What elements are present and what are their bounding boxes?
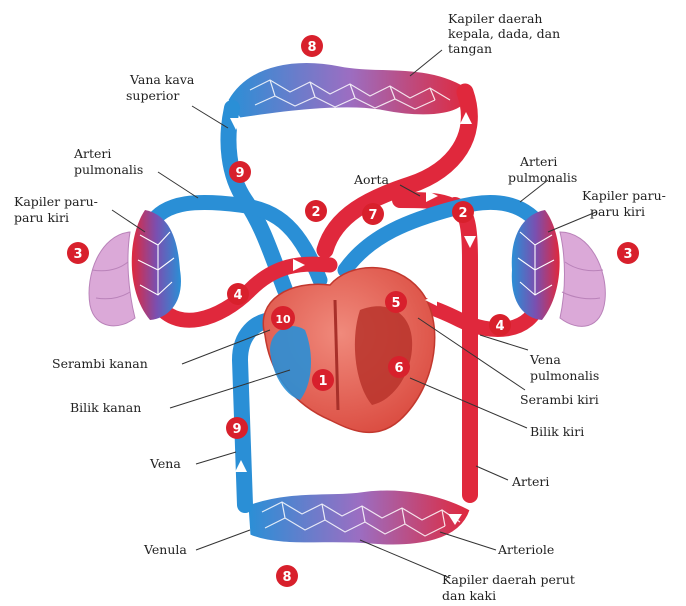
svg-text:pulmonalis: pulmonalis (74, 162, 143, 177)
badge-2-right: 2 (452, 201, 474, 223)
svg-text:Kapiler daerah perut: Kapiler daerah perut (442, 572, 575, 587)
svg-text:3: 3 (73, 247, 82, 262)
badge-7: 7 (362, 203, 384, 225)
label-vena-kava-superior: Vana kava superior (126, 72, 195, 103)
capillary-head-chest-arms (228, 63, 470, 118)
label-kapiler-kepala: Kapiler daerah kepala, dada, dan tangan (448, 11, 560, 56)
right-ventricle (270, 326, 311, 400)
badge-10: 10 (271, 306, 295, 330)
arrow-pa-left (270, 186, 282, 198)
badge-1: 1 (312, 369, 334, 391)
svg-text:2: 2 (311, 205, 320, 220)
svg-text:superior: superior (126, 88, 179, 103)
svg-text:6: 6 (394, 361, 403, 376)
svg-text:4: 4 (233, 288, 242, 303)
label-bilik-kiri: Bilik kiri (530, 424, 584, 439)
label-vena-pulmonalis: Vena pulmonalis (529, 352, 599, 383)
svg-text:Vana kava: Vana kava (129, 72, 195, 87)
svg-text:Vena: Vena (529, 352, 561, 367)
label-venula: Venula (143, 542, 187, 557)
badge-4-left: 4 (227, 283, 249, 305)
label-serambi-kanan: Serambi kanan (52, 356, 148, 371)
svg-text:pulmonalis: pulmonalis (530, 368, 599, 383)
svg-text:9: 9 (232, 422, 241, 437)
svg-text:pulmonalis: pulmonalis (508, 170, 577, 185)
capillary-abdomen-legs (248, 490, 470, 545)
lung-capillary-left (132, 210, 181, 320)
svg-text:10: 10 (275, 313, 291, 326)
lung-capillary-right (512, 210, 560, 320)
label-kapiler-perut: Kapiler daerah perut dan kaki (442, 572, 575, 603)
svg-text:dan kaki: dan kaki (442, 588, 496, 603)
lung-right (560, 232, 605, 326)
svg-text:5: 5 (391, 296, 400, 311)
badge-9-top: 9 (229, 161, 251, 183)
svg-text:2: 2 (458, 206, 467, 221)
badge-2-left: 2 (305, 200, 327, 222)
label-bilik-kanan: Bilik kanan (70, 400, 141, 415)
label-vena: Vena (149, 456, 181, 471)
badge-3-left: 3 (67, 242, 89, 264)
label-aorta: Aorta (353, 172, 390, 187)
svg-text:7: 7 (368, 208, 377, 223)
badge-3-right: 3 (617, 242, 639, 264)
svg-text:9: 9 (235, 166, 244, 181)
badge-6: 6 (388, 356, 410, 378)
svg-text:Kapiler daerah: Kapiler daerah (448, 11, 542, 26)
svg-text:Arteri: Arteri (73, 146, 111, 161)
label-kapiler-paru-right: Kapiler paru- paru kiri (582, 188, 666, 219)
badge-8-bottom: 8 (276, 565, 298, 587)
svg-text:4: 4 (495, 319, 504, 334)
svg-text:Kapiler paru-: Kapiler paru- (14, 194, 98, 209)
svg-text:paru kiri: paru kiri (14, 210, 69, 225)
badge-9-bottom: 9 (226, 417, 248, 439)
heart (263, 268, 434, 433)
badge-4-right: 4 (489, 314, 511, 336)
svg-text:Kapiler paru-: Kapiler paru- (582, 188, 666, 203)
svg-text:1: 1 (318, 374, 327, 389)
svg-text:tangan: tangan (448, 41, 492, 56)
badge-8-top: 8 (301, 35, 323, 57)
label-kapiler-paru-left: Kapiler paru- paru kiri (14, 194, 98, 225)
svg-text:3: 3 (623, 247, 632, 262)
svg-text:kepala, dada, dan: kepala, dada, dan (448, 26, 560, 41)
label-arteriole: Arteriole (497, 542, 554, 557)
label-arteri: Arteri (511, 474, 549, 489)
lung-left (89, 232, 135, 326)
badge-5: 5 (385, 291, 407, 313)
svg-text:Arteri: Arteri (519, 154, 557, 169)
svg-text:8: 8 (307, 40, 316, 55)
label-arteri-pulmonalis-right: Arteri pulmonalis (508, 154, 577, 185)
svg-text:paru kiri: paru kiri (590, 204, 645, 219)
label-serambi-kiri: Serambi kiri (520, 392, 599, 407)
svg-text:8: 8 (282, 570, 291, 585)
label-arteri-pulmonalis-left: Arteri pulmonalis (73, 146, 143, 177)
